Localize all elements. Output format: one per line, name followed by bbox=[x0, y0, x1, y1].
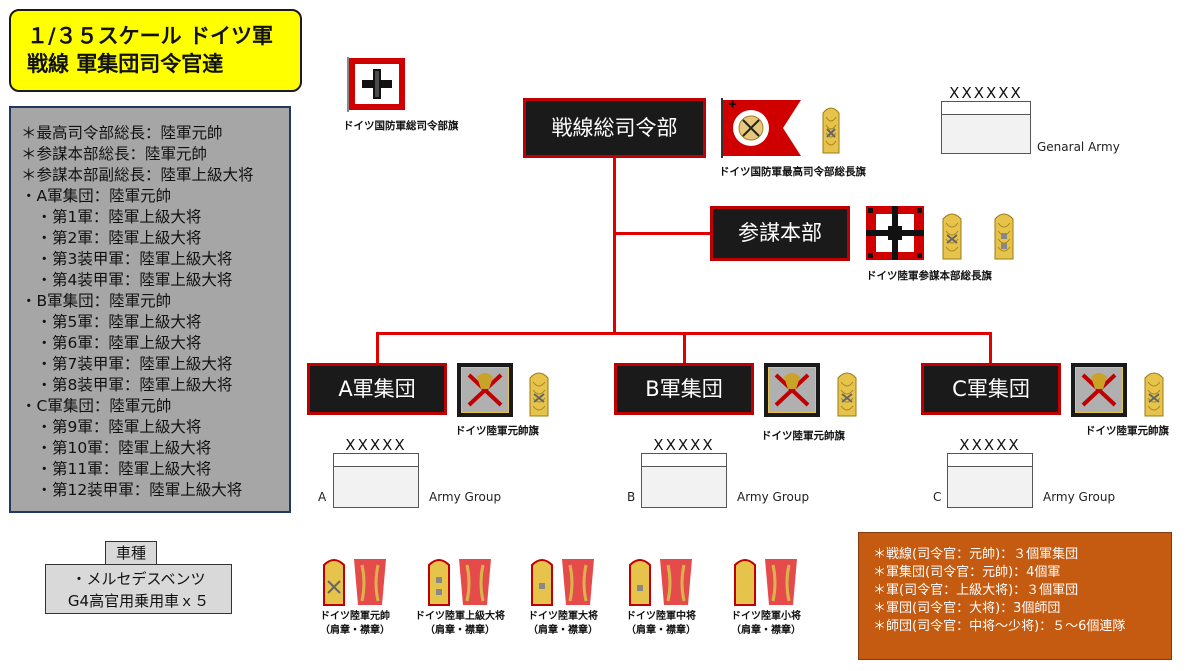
title-line-1: １/３５スケール ドイツ軍 bbox=[27, 24, 273, 48]
field-marshal-flag-icon bbox=[1071, 363, 1127, 417]
army-group-c-symbol bbox=[947, 453, 1033, 508]
army-group-b-symbol bbox=[641, 453, 727, 508]
rank-caption: ドイツ陸軍大将（肩章・襟章） bbox=[528, 611, 598, 636]
vehicle-tag: 車種 bbox=[105, 541, 157, 565]
army-group-b-flag-caption: ドイツ陸軍元帥旗 bbox=[761, 430, 845, 442]
list-item: ・第1軍：陸軍上級大将 bbox=[21, 208, 202, 226]
army-group-b-echelon: XXXXX bbox=[653, 436, 715, 454]
list-item: ・A軍集団：陸軍元帥 bbox=[21, 187, 172, 205]
vehicle-line-2: G4高官用乗用車ｘ５ bbox=[67, 592, 210, 610]
okw-chief-flag-caption: ドイツ国防軍最高司令部総長旗 bbox=[719, 166, 866, 178]
general-staff-box: 参謀本部 bbox=[710, 206, 850, 261]
list-item: ・第5軍：陸軍上級大将 bbox=[21, 313, 202, 331]
list-item: ・第7装甲軍：陸軍上級大将 bbox=[21, 355, 233, 373]
rank-caption: ドイツ陸軍中将（肩章・襟章） bbox=[626, 611, 696, 636]
list-item: ＊参謀本部副総長：陸軍上級大将 bbox=[21, 166, 254, 184]
general-insignia-icon bbox=[531, 559, 594, 606]
field-marshal-shoulder-board-icon bbox=[529, 372, 549, 417]
wehrmacht-flag-caption: ドイツ国防軍総司令部旗 bbox=[343, 120, 459, 132]
army-group-a-echelon: XXXXX bbox=[345, 436, 407, 454]
rank-caption: ドイツ陸軍元帥（肩章・襟章） bbox=[320, 611, 390, 636]
army-group-b-box: B軍集団 bbox=[614, 363, 754, 415]
title-box: １/３５スケール ドイツ軍 戦線 軍集団司令官達 bbox=[9, 9, 302, 92]
note-item: ＊軍(司令官：上級大将)：３個軍団 bbox=[873, 583, 1079, 598]
vehicle-line-1: ・メルセデスベンツ bbox=[71, 570, 206, 588]
connector-c bbox=[989, 332, 992, 365]
list-item: ・B軍集団：陸軍元帥 bbox=[21, 292, 172, 310]
army-group-c-letter: C bbox=[933, 490, 942, 504]
army-group-c-echelon: XXXXX bbox=[959, 436, 1021, 454]
list-item: ・第6軍：陸軍上級大将 bbox=[21, 334, 202, 352]
field-marshal-shoulder-board-icon bbox=[1144, 372, 1164, 417]
rank-caption: ドイツ陸軍小将（肩章・襟章） bbox=[731, 611, 801, 636]
note-item: ＊戦線(司令官：元帥)：３個軍集団 bbox=[873, 547, 1079, 562]
general-army-label: Genaral Army bbox=[1037, 140, 1120, 154]
list-item: ・C軍集団：陸軍元帥 bbox=[21, 397, 172, 415]
list-item: ・第4装甲軍：陸軍上級大将 bbox=[21, 271, 233, 289]
colonel-general-insignia-icon bbox=[428, 559, 491, 606]
army-group-a-symbol bbox=[333, 453, 419, 508]
major-general-insignia-icon bbox=[734, 559, 797, 606]
connector-main-vertical bbox=[613, 158, 616, 334]
field-marshal-shoulder-board-icon bbox=[837, 372, 857, 417]
colonel-general-shoulder-board-icon bbox=[994, 213, 1014, 260]
army-group-c-label: Army Group bbox=[1043, 490, 1116, 504]
list-item: ・第10軍：陸軍上級大将 bbox=[21, 439, 212, 457]
army-group-b-letter: B bbox=[627, 490, 636, 504]
note-item: ＊軍団(司令官：大将)：3個師団 bbox=[873, 601, 1061, 616]
note-item: ＊師団(司令官：中将〜少将)：５〜6個連隊 bbox=[873, 619, 1126, 634]
list-item: ・第11軍：陸軍上級大将 bbox=[21, 460, 212, 478]
field-marshal-shoulder-board-icon bbox=[822, 107, 840, 154]
field-marshal-flag-icon bbox=[764, 363, 820, 417]
list-item: ＊最高司令部総長：陸軍元帥 bbox=[21, 124, 223, 142]
list-item: ・第3装甲軍：陸軍上級大将 bbox=[21, 250, 233, 268]
note-item: ＊軍集団(司令官：元帥)：4個軍 bbox=[873, 565, 1061, 580]
list-item: ・第2軍：陸軍上級大将 bbox=[21, 229, 202, 247]
general-army-symbol bbox=[941, 101, 1031, 154]
list-item: ・第12装甲軍：陸軍上級大将 bbox=[21, 481, 243, 499]
army-group-a-label: Army Group bbox=[429, 490, 502, 504]
okh-chief-flag-icon bbox=[866, 206, 924, 260]
list-item: ・第9軍：陸軍上級大将 bbox=[21, 418, 202, 436]
field-marshal-shoulder-board-icon bbox=[942, 213, 962, 260]
wehrmacht-flag-icon bbox=[347, 57, 405, 112]
okh-chief-flag-caption: ドイツ陸軍参謀本部総長旗 bbox=[866, 270, 992, 282]
front-hq-box: 戦線総司令部 bbox=[523, 98, 706, 158]
vehicle-box: ・メルセデスベンツ G4高官用乗用車ｘ５ bbox=[45, 564, 232, 614]
field-marshal-insignia-icon bbox=[323, 559, 386, 606]
list-item: ・第8装甲軍：陸軍上級大将 bbox=[21, 376, 233, 394]
okw-chief-flag-icon bbox=[721, 98, 801, 158]
field-marshal-flag-icon bbox=[457, 363, 513, 417]
connector-staff bbox=[615, 232, 711, 235]
general-army-echelon: XXXXXX bbox=[949, 84, 1023, 102]
lieutenant-general-insignia-icon bbox=[629, 559, 692, 606]
command-list: ＊最高司令部総長：陸軍元帥 ＊参謀本部総長：陸軍元帥 ＊参謀本部副総長：陸軍上級… bbox=[9, 106, 291, 513]
list-item: ＊参謀本部総長：陸軍元帥 bbox=[21, 145, 208, 163]
army-group-c-flag-caption: ドイツ陸軍元帥旗 bbox=[1085, 425, 1169, 437]
army-group-a-flag-caption: ドイツ陸軍元帥旗 bbox=[455, 425, 539, 437]
title-line-2: 戦線 軍集団司令官達 bbox=[27, 52, 224, 76]
army-group-a-letter: A bbox=[318, 490, 327, 504]
notes-box: ＊戦線(司令官：元帥)：３個軍集団 ＊軍集団(司令官：元帥)：4個軍 ＊軍(司令… bbox=[858, 532, 1172, 660]
connector-b bbox=[683, 332, 686, 365]
rank-caption: ドイツ陸軍上級大将（肩章・襟章） bbox=[415, 611, 505, 636]
army-group-c-box: C軍集団 bbox=[921, 363, 1061, 415]
connector-a bbox=[376, 332, 379, 365]
army-group-b-label: Army Group bbox=[737, 490, 810, 504]
army-group-a-box: A軍集団 bbox=[307, 363, 447, 415]
